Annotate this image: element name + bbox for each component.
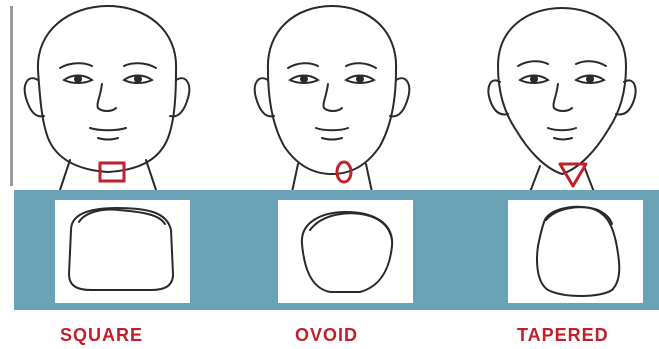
square-tooth-card [55,200,190,303]
tapered-tooth-card [508,200,643,303]
ovoid-tooth-card [278,200,413,303]
tapered-tooth-outline [508,200,643,303]
label-ovoid: OVOID [295,326,358,344]
face-outlines [0,0,659,200]
triangle-down-outline-icon [560,164,586,186]
square-tooth-outline [55,200,190,303]
ovoid-tooth-outline [278,200,413,303]
ovoid-face [255,6,410,192]
label-square: SQUARE [60,326,143,344]
label-tapered: TAPERED [517,326,609,344]
